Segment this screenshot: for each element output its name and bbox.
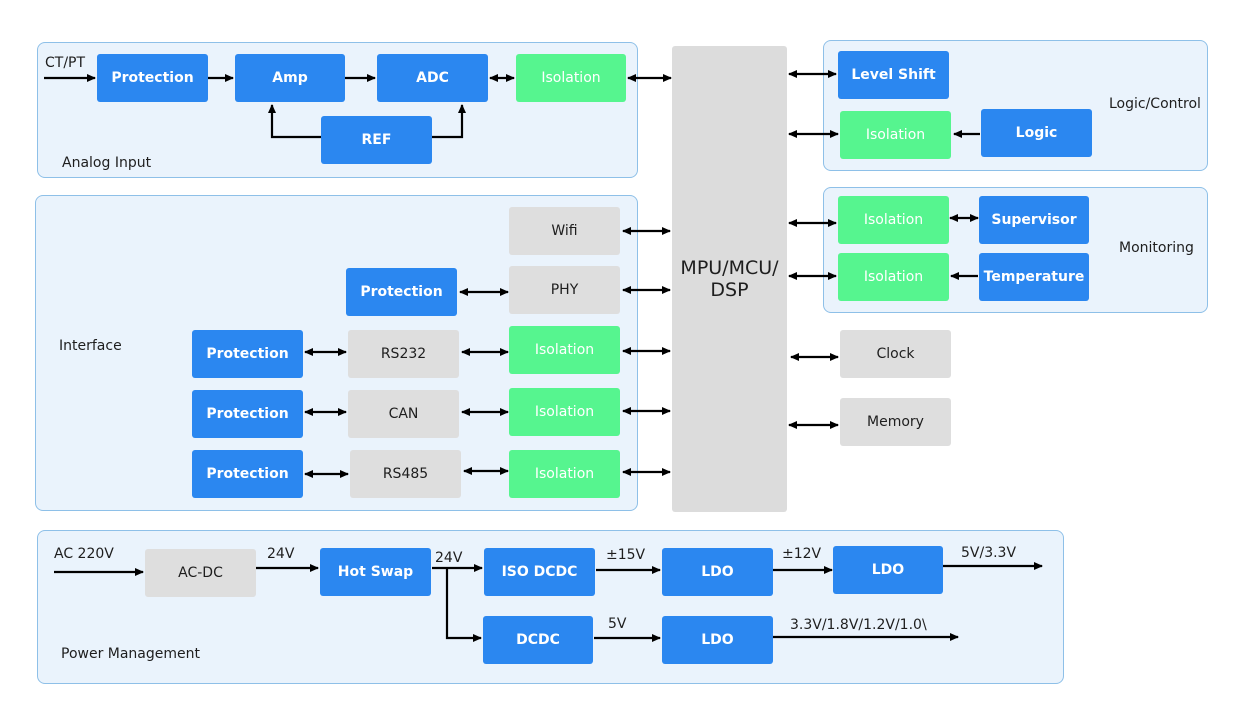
hot-swap-block: Hot Swap bbox=[320, 548, 431, 596]
power-management-label: Power Management bbox=[61, 646, 201, 662]
logic-isolation-block: Isolation bbox=[840, 111, 951, 159]
analog-isolation-block: Isolation bbox=[516, 54, 626, 102]
clock-block: Clock bbox=[840, 330, 951, 378]
analog-input-label: Analog Input bbox=[62, 155, 152, 171]
15v-label: ±15V bbox=[606, 547, 646, 563]
can-isolation-block: Isolation bbox=[509, 388, 620, 436]
can-block: CAN bbox=[348, 390, 459, 438]
ldo-block-1: LDO bbox=[662, 548, 773, 596]
rs232-isolation-block: Isolation bbox=[509, 326, 620, 374]
adc-block: ADC bbox=[377, 54, 488, 102]
logic-block: Logic bbox=[981, 109, 1092, 157]
ac-dc-block: AC-DC bbox=[145, 549, 256, 597]
temperature-block: Temperature bbox=[979, 253, 1089, 301]
monitoring-label: Monitoring bbox=[1119, 240, 1194, 256]
rs485-isolation-block: Isolation bbox=[509, 450, 620, 498]
5v-label: 5V bbox=[608, 616, 627, 632]
24v-label-2: 24V bbox=[435, 550, 463, 566]
analog-protection-block: Protection bbox=[97, 54, 208, 102]
ldo-block-2: LDO bbox=[833, 546, 943, 594]
amp-block: Amp bbox=[235, 54, 345, 102]
12v-label: ±12V bbox=[782, 546, 822, 562]
supervisor-isolation-block: Isolation bbox=[838, 196, 949, 244]
processor-label: MPU/MCU/ DSP bbox=[680, 257, 779, 301]
level-shift-block: Level Shift bbox=[838, 51, 949, 99]
ac-220v-label: AC 220V bbox=[54, 546, 114, 562]
temperature-isolation-block: Isolation bbox=[838, 253, 949, 301]
memory-block: Memory bbox=[840, 398, 951, 446]
ct-pt-label: CT/PT bbox=[45, 55, 86, 71]
5v-3v3-output-label: 5V/3.3V bbox=[961, 545, 1017, 561]
24v-label-1: 24V bbox=[267, 546, 295, 562]
supervisor-block: Supervisor bbox=[979, 196, 1089, 244]
rs485-protection-block: Protection bbox=[192, 450, 303, 498]
ref-block: REF bbox=[321, 116, 432, 164]
phy-block: PHY bbox=[509, 266, 620, 314]
interface-label: Interface bbox=[59, 338, 122, 354]
wifi-block: Wifi bbox=[509, 207, 620, 255]
ldo-block-3: LDO bbox=[662, 616, 773, 664]
rs232-protection-block: Protection bbox=[192, 330, 303, 378]
iso-dcdc-block: ISO DCDC bbox=[484, 548, 595, 596]
processor-block: MPU/MCU/ DSP bbox=[672, 46, 787, 512]
can-protection-block: Protection bbox=[192, 390, 303, 438]
multi-rail-output-label: 3.3V/1.8V/1.2V/1.0\ bbox=[790, 617, 927, 633]
rs485-block: RS485 bbox=[350, 450, 461, 498]
phy-protection-block: Protection bbox=[346, 268, 457, 316]
rs232-block: RS232 bbox=[348, 330, 459, 378]
logic-control-label: Logic/Control bbox=[1109, 96, 1201, 112]
dcdc-block: DCDC bbox=[483, 616, 593, 664]
